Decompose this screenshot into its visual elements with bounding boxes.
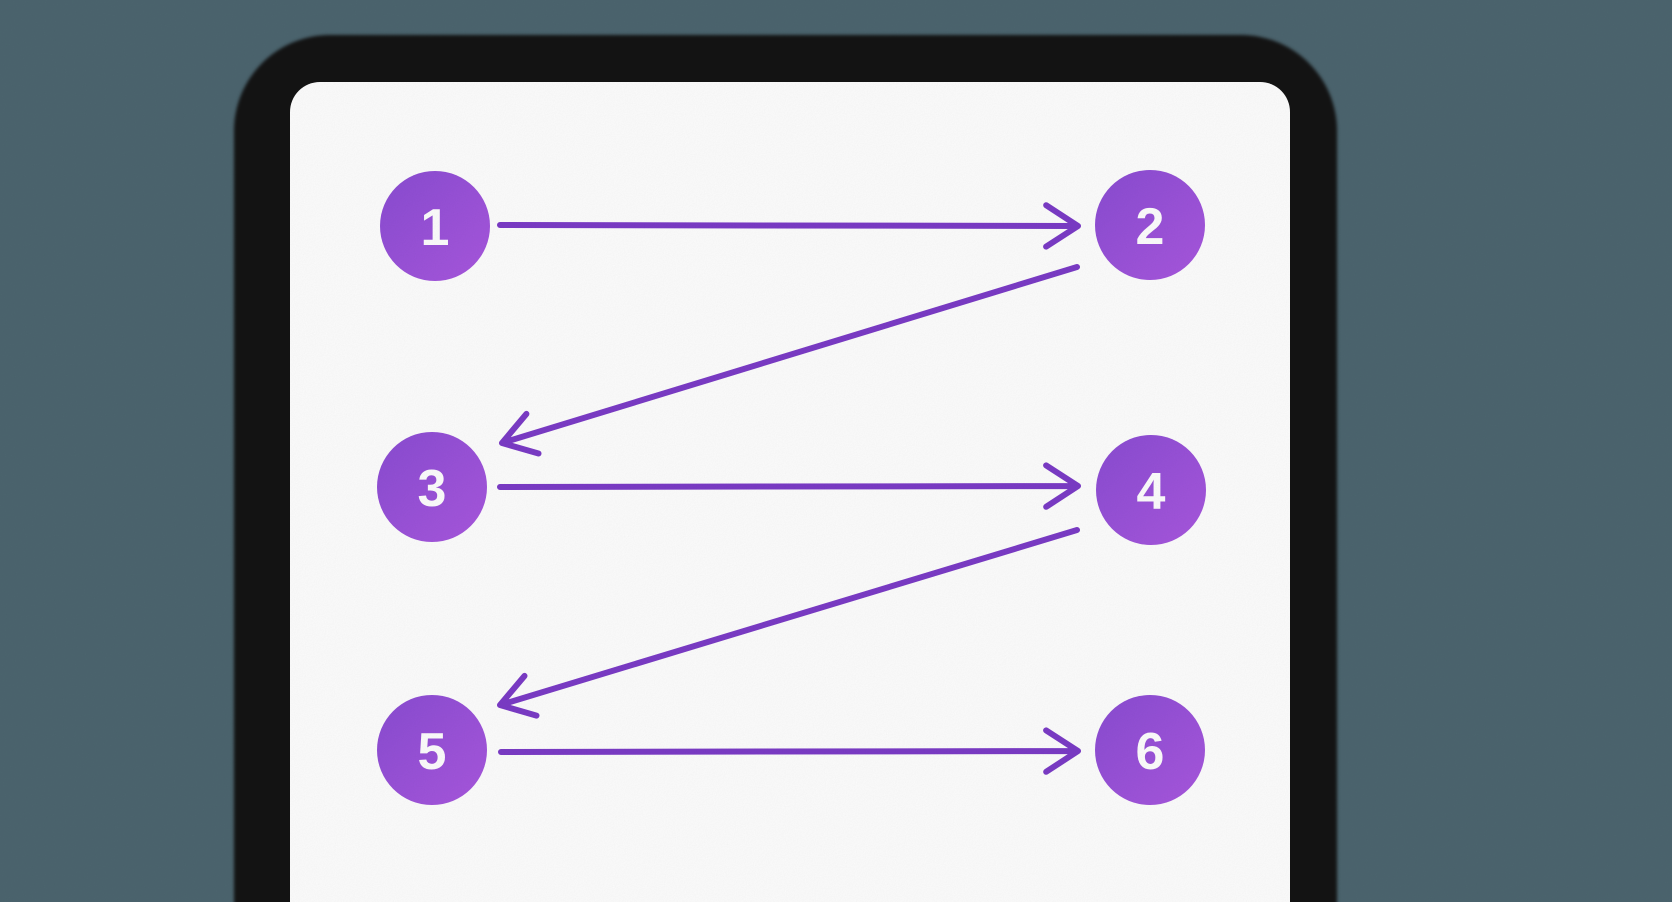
arrow-3-to-4 <box>497 462 1081 510</box>
step-node-4: 4 <box>1096 435 1206 545</box>
step-node-3: 3 <box>377 432 487 542</box>
step-node-5: 5 <box>377 695 487 805</box>
step-node-6: 6 <box>1095 695 1205 805</box>
node-number-6: 6 <box>1136 723 1165 781</box>
node-number-5: 5 <box>418 723 447 781</box>
arrow-1-to-2 <box>497 202 1081 250</box>
arrow-2-to-3 <box>499 264 1080 457</box>
arrow-5-to-6 <box>498 727 1081 775</box>
node-number-3: 3 <box>418 460 447 518</box>
flow-arrows <box>497 202 1081 775</box>
step-node-2: 2 <box>1095 170 1205 280</box>
node-number-1: 1 <box>421 199 450 257</box>
arrow-4-to-5 <box>497 527 1080 719</box>
node-number-2: 2 <box>1136 198 1165 256</box>
node-number-4: 4 <box>1137 463 1166 521</box>
step-node-1: 1 <box>380 171 490 281</box>
